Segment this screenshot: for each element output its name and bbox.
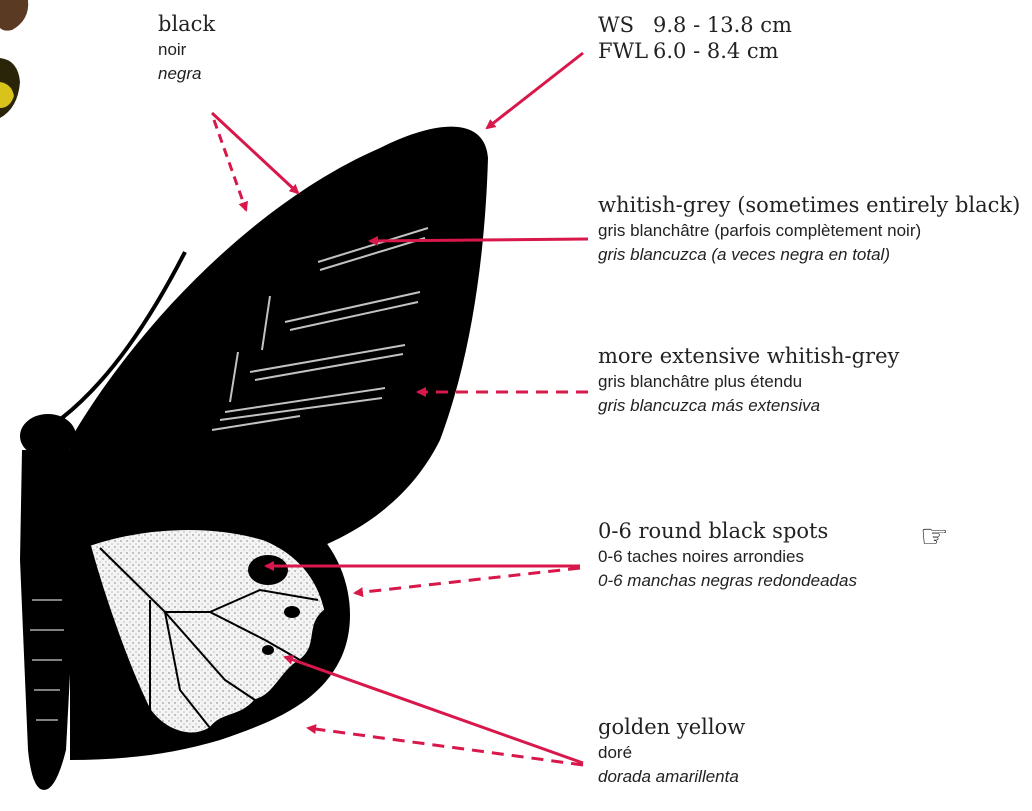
arrow-golden-solid bbox=[285, 657, 583, 763]
butterfly-body bbox=[20, 414, 76, 790]
arrow-black-dashed bbox=[214, 120, 246, 210]
label-spots-en: 0-6 round black spots bbox=[598, 519, 857, 544]
arrow-measurements bbox=[487, 53, 583, 128]
label-golden-en: golden yellow bbox=[598, 715, 745, 740]
arrow-golden-dashed bbox=[308, 728, 583, 765]
label-golden-es: dorada amarillenta bbox=[598, 767, 745, 787]
label-black-es: negra bbox=[158, 64, 215, 84]
label-whitish-fr: gris blanchâtre (parfois complètement no… bbox=[598, 221, 1020, 241]
label-golden: golden yellow doré dorada amarillenta bbox=[598, 715, 745, 787]
label-spots-fr: 0-6 taches noires arrondies bbox=[598, 547, 857, 567]
label-golden-fr: doré bbox=[598, 743, 745, 763]
label-extensive: more extensive whitish-grey gris blanchâ… bbox=[598, 344, 899, 416]
label-whitish: whitish-grey (sometimes entirely black) … bbox=[598, 193, 1020, 265]
label-extensive-fr: gris blanchâtre plus étendu bbox=[598, 372, 899, 392]
label-black: black noir negra bbox=[158, 12, 215, 84]
label-spots: 0-6 round black spots 0-6 taches noires … bbox=[598, 519, 857, 591]
arrow-spots-dashed bbox=[355, 568, 580, 593]
label-whitish-es: gris blancuzca (a veces negra en total) bbox=[598, 245, 1020, 265]
pointing-hand-icon: ☞ bbox=[920, 517, 949, 555]
label-whitish-en: whitish-grey (sometimes entirely black) bbox=[598, 193, 1020, 218]
arrow-whitish bbox=[370, 239, 588, 241]
label-extensive-en: more extensive whitish-grey bbox=[598, 344, 899, 369]
neighbour-specimen-fragment bbox=[0, 0, 28, 118]
label-black-fr: noir bbox=[158, 40, 215, 60]
label-extensive-es: gris blancuzca más extensiva bbox=[598, 396, 899, 416]
label-black-en: black bbox=[158, 12, 215, 37]
label-spots-es: 0-6 manchas negras redondeadas bbox=[598, 571, 857, 591]
